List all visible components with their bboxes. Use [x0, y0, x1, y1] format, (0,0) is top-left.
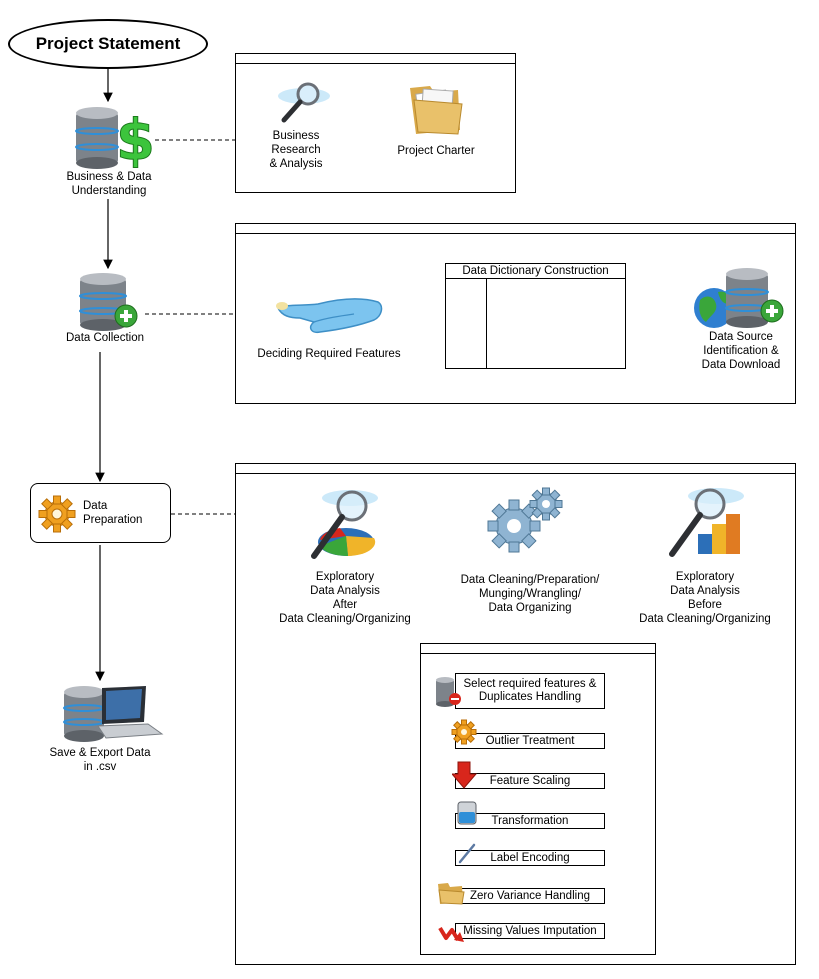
gear-icon [529, 487, 563, 521]
zigzag-arrow-icon [438, 926, 464, 942]
folder-icon [438, 883, 465, 905]
dollar-icon: $ [116, 108, 155, 172]
gear-icon [451, 719, 477, 745]
plus-icon [760, 299, 784, 323]
eda-before-label: Exploratory Data Analysis Before Data Cl… [639, 571, 771, 625]
eda-after-label: Exploratory Data Analysis After Data Cle… [279, 571, 411, 625]
pencil-icon [458, 843, 476, 864]
bar-chart-icon [698, 514, 740, 554]
panel-header [236, 224, 795, 234]
project-charter-label: Project Charter [397, 145, 475, 157]
data-source-icon [694, 268, 784, 328]
data-dictionary-table: Data Dictionary Construction [445, 263, 626, 369]
panel-header [236, 464, 795, 474]
down-arrow-icon [452, 761, 478, 789]
database-icon [725, 268, 769, 328]
database-minus-icon [436, 677, 461, 707]
data-cleaning-label: Data Cleaning/Preparation/ Munging/Wrang… [460, 574, 600, 614]
business-research-label: Business Research & Analysis [269, 130, 323, 170]
data-collection-label: Data Collection [66, 332, 144, 344]
magnifier-icon [669, 488, 726, 557]
gear-icon [38, 495, 76, 533]
panel-header [236, 54, 515, 64]
gears-icon [487, 487, 563, 553]
data-source-label: Data Source Identification & Data Downlo… [701, 331, 781, 371]
database-icon [79, 273, 127, 331]
database-icon [63, 686, 105, 742]
hand-icon [276, 298, 383, 334]
step-zero-variance: Zero Variance Handling [455, 888, 605, 904]
plus-icon [114, 304, 138, 328]
laptop-icon [97, 686, 164, 739]
step-transformation: Transformation [455, 813, 605, 829]
step-feature-scaling: Feature Scaling [455, 773, 605, 789]
project-statement-label: Project Statement [35, 34, 181, 53]
eda-before-icon [669, 488, 744, 557]
magnifier-icon [311, 490, 368, 559]
project-statement-node: Project Statement [8, 19, 208, 69]
business-panel [235, 53, 516, 193]
folder-icon [410, 86, 463, 135]
data-dictionary-divider [486, 279, 487, 368]
database-icon [75, 107, 119, 169]
data-preparation-label: Data Preparation [83, 500, 143, 526]
svg-text:$: $ [116, 108, 154, 171]
step-select-features: Select required features & Duplicates Ha… [455, 673, 605, 709]
step-missing-values: Missing Values Imputation [455, 923, 605, 939]
eda-after-icon [311, 490, 378, 559]
step-outlier: Outlier Treatment [455, 733, 605, 749]
step-label-encoding: Label Encoding [455, 850, 605, 866]
data-preparation-node: Data Preparation [30, 483, 171, 543]
gear-icon [487, 499, 541, 553]
data-dictionary-title: Data Dictionary Construction [446, 264, 625, 279]
save-export-label: Save & Export Data in .csv [49, 747, 151, 773]
magnifier-icon [278, 82, 330, 123]
save-export-icon [63, 686, 164, 742]
data-collection-icon [79, 273, 138, 331]
business-understanding-label: Business & Data Understanding [66, 171, 152, 197]
deciding-features-label: Deciding Required Features [257, 348, 401, 360]
beaker-icon [457, 801, 477, 825]
business-understanding-icon: $ [75, 107, 155, 172]
panel-header [421, 644, 655, 654]
